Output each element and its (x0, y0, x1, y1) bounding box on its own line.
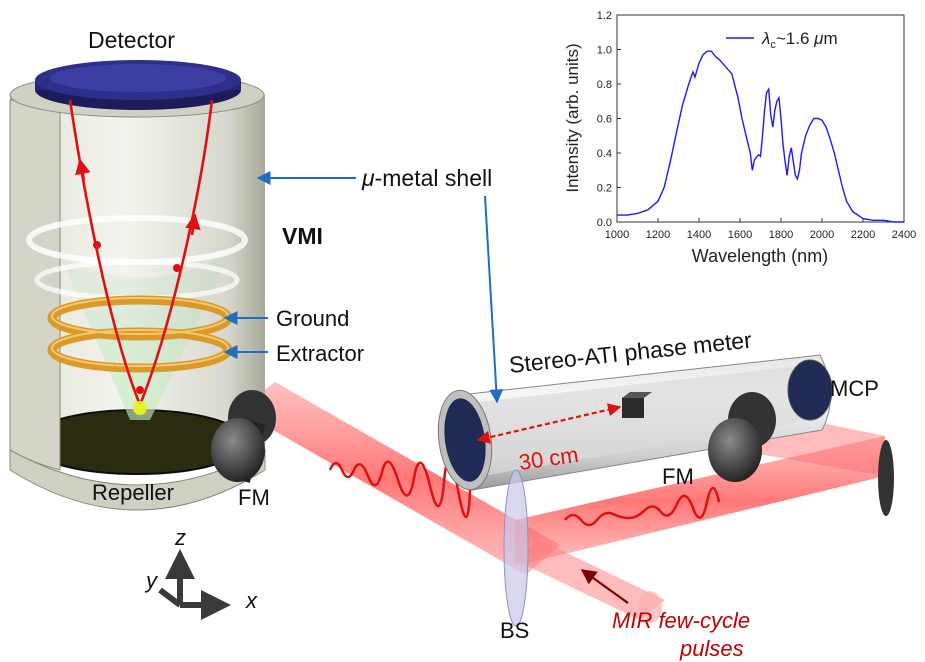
fm-left-mirror (211, 390, 276, 483)
mir-label-line1: MIR few-cycle (612, 608, 750, 633)
x-tick-label: 1600 (728, 229, 752, 241)
beam-main (238, 382, 560, 575)
spectrum-chart: 0.0 0.2 0.4 0.6 0.8 1.0 1.2 1000 1200 1400 1600 18… (563, 10, 916, 266)
legend-lambda: λ (761, 29, 770, 48)
tube-inner (478, 365, 812, 475)
legend-unit-rest: m (824, 29, 838, 48)
beam-input-end (638, 591, 662, 623)
legend-value: ~1.6 (776, 29, 814, 48)
chart-x-ticks: 1000 1200 1400 1600 1800 2000 2200 2400 (605, 218, 916, 241)
x-tick-label: 1000 (605, 229, 629, 241)
chart-xlabel: Wavelength (nm) (692, 246, 828, 266)
mu-symbol: μ (361, 165, 375, 191)
axis-y-arrow (158, 587, 182, 608)
mcp-left (444, 398, 486, 482)
fm-right-label: FM (662, 464, 694, 489)
electron-dot-3 (136, 386, 144, 394)
vmi-spectrometer (9, 60, 266, 511)
y-tick-label: 0.6 (597, 114, 612, 126)
beam-splitter (503, 469, 529, 627)
electron-dot-1 (93, 241, 101, 249)
electron-trajectory-left (68, 99, 142, 406)
fm-right-mirror (708, 392, 776, 482)
chart-ylabel: Intensity (arb. units) (563, 43, 582, 192)
axis-y-label: y (144, 568, 159, 593)
optics (211, 390, 894, 627)
extractor-label: Extractor (276, 341, 364, 366)
trajectory-arrow-left (75, 158, 91, 181)
ground-label: Ground (276, 306, 349, 331)
x-tick-label: 1800 (769, 229, 793, 241)
vmi-bottom-plate (27, 410, 247, 474)
annotations (223, 171, 504, 404)
vmi-front-left (9, 99, 61, 471)
chart-y-ticks: 0.0 0.2 0.4 0.6 0.8 1.0 1.2 (597, 10, 621, 229)
stereo-ati-phase-meter (437, 354, 833, 491)
gas-cell (622, 398, 644, 418)
trajectory-arrow-right (185, 213, 201, 236)
mu-metal-text: -metal shell (375, 165, 493, 191)
y-tick-label: 0.8 (597, 79, 612, 91)
y-tick-label: 0.2 (597, 183, 612, 195)
pulse-wave-right (564, 486, 721, 527)
axis-x-label: x (245, 588, 258, 613)
chart-plot-area (616, 14, 905, 223)
axis-z-label: z (174, 525, 186, 550)
y-tick-label: 0.4 (597, 148, 612, 160)
bs-label: BS (500, 618, 529, 643)
mu-metal-arrow-down (484, 195, 504, 404)
electron-dot-2 (173, 264, 181, 272)
vmi-front-bottom (9, 449, 266, 511)
end-mirror (878, 440, 894, 516)
x-tick-label: 1400 (687, 229, 711, 241)
gas-cell-top (622, 392, 652, 398)
distance-arrow (476, 403, 622, 444)
mcp-right (787, 359, 833, 421)
detector-disc-hi (50, 64, 226, 92)
legend-text: λc~1.6 μm (761, 29, 838, 51)
x-tick-label: 2200 (851, 229, 875, 241)
repeller-label: Repeller (92, 480, 174, 505)
coordinate-axes: z y x (144, 525, 258, 620)
mcp-label: MCP (830, 376, 879, 401)
electron-trajectory-right (138, 99, 214, 406)
fm-left-label: FM (238, 485, 270, 510)
legend-subscript: c (770, 39, 776, 51)
mir-label-line2: pulses (679, 636, 744, 661)
legend-unit-mu: μ (813, 29, 824, 48)
y-tick-label: 1.0 (597, 45, 612, 57)
input-arrow (580, 569, 629, 604)
mu-metal-label: μ-metal shell (361, 165, 492, 191)
x-tick-label: 1200 (646, 229, 670, 241)
y-tick-label: 0.0 (597, 217, 612, 229)
x-tick-label: 2000 (810, 229, 834, 241)
x-tick-label: 2400 (892, 229, 916, 241)
y-tick-label: 1.2 (597, 10, 612, 22)
detector-label: Detector (88, 27, 175, 53)
vmi-label: VMI (282, 223, 323, 249)
interaction-point (133, 401, 147, 415)
beam-to-end-mirror (515, 436, 885, 566)
spectrum-line (617, 50, 904, 223)
